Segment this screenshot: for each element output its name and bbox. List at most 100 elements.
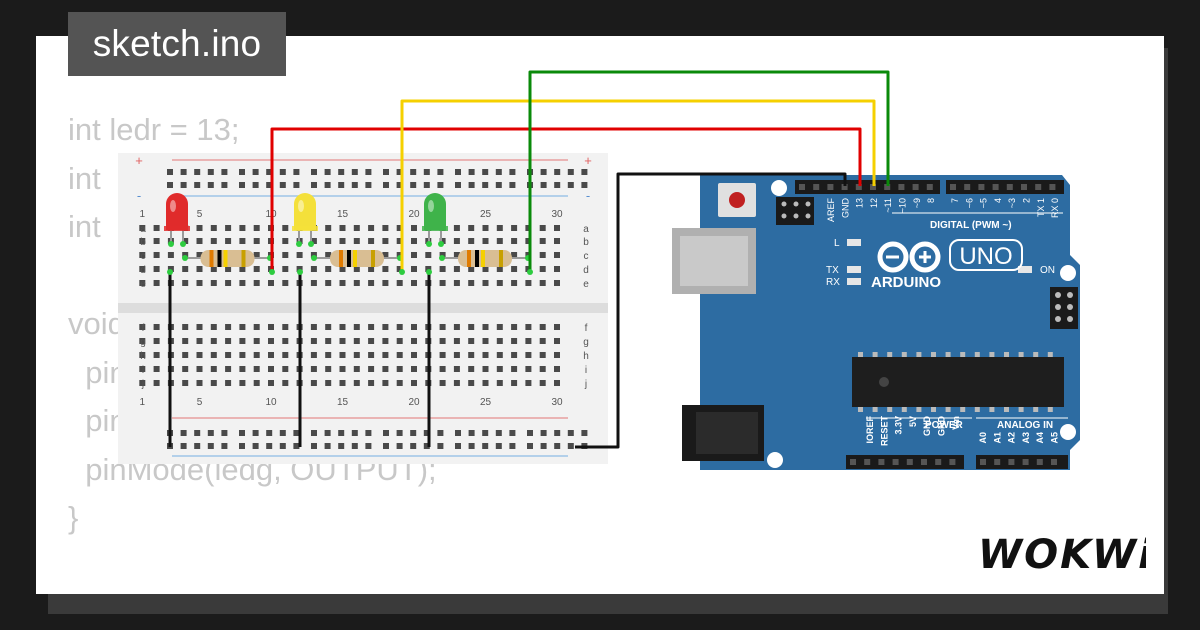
- chip-pin: [1047, 352, 1053, 357]
- breadboard-hole: [368, 338, 375, 344]
- breadboard-hole: [153, 366, 160, 372]
- breadboard-hole: [411, 338, 417, 344]
- breadboard-hole: [554, 366, 560, 372]
- breadboard-hole: [511, 324, 518, 330]
- file-name-tab[interactable]: sketch.ino: [68, 12, 286, 76]
- breadboard-hole: [210, 225, 217, 231]
- breadboard-hole: [282, 225, 289, 231]
- resistor[interactable]: [182, 250, 273, 267]
- breadboard-hole: [567, 443, 574, 449]
- breadboard-hole: [511, 280, 518, 286]
- reset-button[interactable]: [729, 192, 745, 208]
- breadboard-hole: [468, 182, 475, 188]
- resistor[interactable]: [311, 250, 403, 267]
- led-red[interactable]: [164, 193, 190, 247]
- breadboard-hole: [455, 443, 461, 449]
- breadboard-hole: [554, 225, 560, 231]
- breadboard-hole: [325, 380, 332, 386]
- breadboard-hole: [225, 324, 232, 330]
- breadboard-hole: [525, 366, 532, 372]
- header-pin: [1035, 184, 1042, 190]
- led-body: [424, 193, 446, 230]
- chip-pin: [945, 352, 951, 357]
- breadboard-hole: [382, 366, 389, 372]
- chip-notch: [879, 377, 889, 387]
- header-pin: [949, 459, 956, 465]
- breadboard-hole: [253, 238, 260, 244]
- header-pin: [921, 459, 927, 465]
- breadboard-hole: [482, 182, 489, 188]
- breadboard-hole: [182, 280, 189, 286]
- chip-pin: [960, 352, 966, 357]
- breadboard-hole: [167, 182, 173, 188]
- breadboard-hole: [253, 380, 260, 386]
- led-yellow[interactable]: [292, 193, 318, 247]
- led-highlight: [428, 200, 434, 212]
- code-line: int: [68, 209, 101, 244]
- breadboard-hole: [365, 182, 372, 188]
- wires: [168, 70, 890, 449]
- led-highlight: [298, 200, 304, 212]
- breadboard-hole: [325, 366, 332, 372]
- breadboard-hole: [221, 169, 228, 175]
- breadboard-hole: [196, 338, 203, 344]
- code-line: int ledr = 13;: [68, 112, 240, 147]
- breadboard-hole: [509, 443, 516, 449]
- chip-pin: [872, 407, 878, 412]
- on-label: ON: [1040, 265, 1055, 276]
- connection-dot: [426, 241, 432, 247]
- breadboard-hole: [310, 280, 317, 286]
- breadboard-hole: [455, 169, 461, 175]
- breadboard-hole: [482, 238, 489, 244]
- breadboard-hole: [525, 225, 532, 231]
- row-letter: g: [140, 337, 146, 348]
- breadboard-hole: [282, 324, 289, 330]
- led-green[interactable]: [422, 193, 448, 247]
- breadboard-hole: [396, 430, 403, 436]
- breadboard-hole: [496, 324, 503, 330]
- breadboard-hole: [496, 238, 503, 244]
- breadboard-hole: [351, 430, 358, 436]
- breadboard-hole: [153, 266, 160, 272]
- breadboard-hole: [210, 338, 217, 344]
- breadboard-hole: [279, 169, 286, 175]
- breadboard-hole: [266, 443, 273, 449]
- connection-dot: [180, 241, 186, 247]
- breadboard-hole: [207, 169, 214, 175]
- breadboard-hole: [268, 338, 274, 344]
- digital-pin-label: ~3: [1007, 198, 1017, 208]
- breadboard-hole: [539, 366, 546, 372]
- breadboard-hole: [310, 252, 317, 258]
- breadboard-hole: [410, 182, 417, 188]
- icsp-pin: [805, 213, 811, 219]
- mounting-hole: [767, 452, 783, 468]
- breadboard-hole: [353, 238, 360, 244]
- breadboard-hole: [509, 182, 516, 188]
- breadboard-hole: [540, 182, 547, 188]
- breadboard-hole: [153, 338, 160, 344]
- mounting-hole: [1060, 265, 1076, 281]
- row-letter: c: [141, 251, 146, 262]
- breadboard-hole: [339, 225, 346, 231]
- header-pin: [978, 184, 985, 190]
- breadboard-hole: [468, 266, 475, 272]
- breadboard-hole: [482, 169, 489, 175]
- breadboard-hole: [482, 352, 489, 358]
- breadboard-hole: [368, 352, 375, 358]
- breadboard-hole: [496, 225, 503, 231]
- breadboard-hole: [196, 266, 203, 272]
- digital-pin-label: ~6: [964, 198, 974, 208]
- breadboard-hole: [511, 266, 518, 272]
- breadboard-hole: [453, 380, 460, 386]
- chip-pin: [901, 352, 907, 357]
- breadboard-hole: [253, 324, 260, 330]
- breadboard-hole: [539, 225, 546, 231]
- resistor[interactable]: [439, 250, 531, 267]
- breadboard-hole: [496, 366, 503, 372]
- breadboard-hole: [482, 380, 489, 386]
- column-number: 10: [265, 397, 277, 408]
- breadboard-hole: [207, 430, 214, 436]
- breadboard-hole: [525, 266, 532, 272]
